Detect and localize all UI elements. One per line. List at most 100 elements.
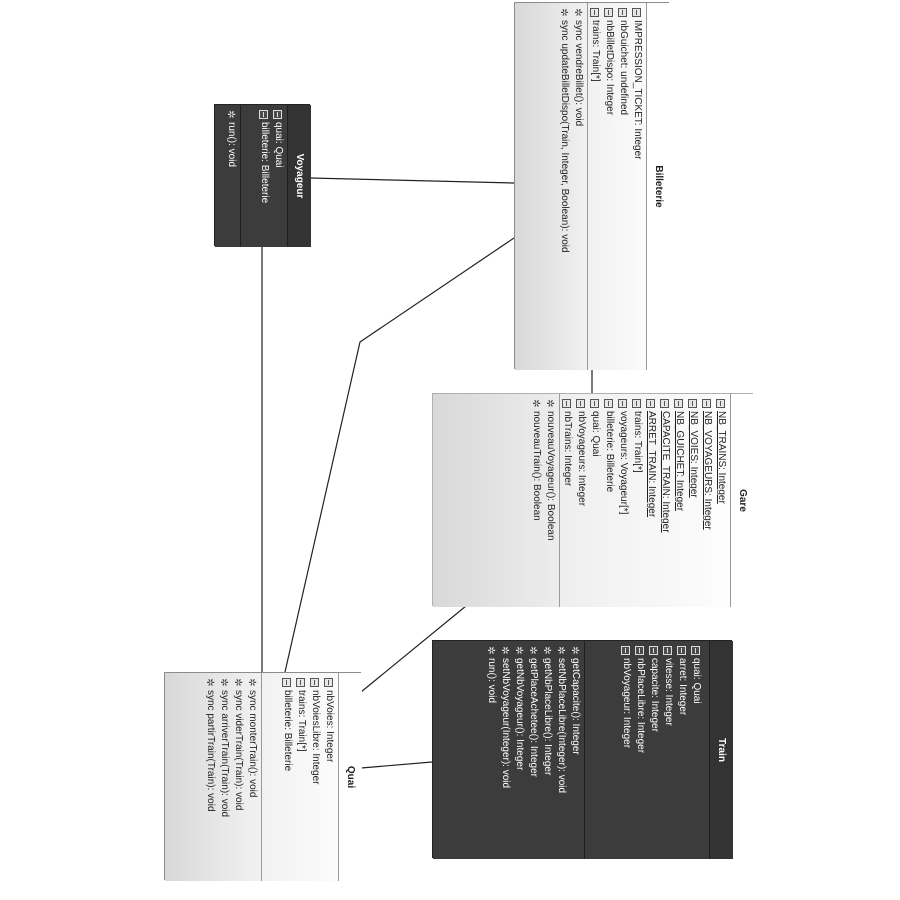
operation-row: ✲sync arriverTrain(Train): void [217,678,231,881]
operation-section: ✲run(): void [215,105,241,247]
operation-gear-icon: ✲ [558,8,570,17]
attribute-icon [604,8,614,17]
attribute-row: CAPACITE_TRAIN: Integer [658,399,672,607]
operation-text: run(): void [486,658,497,704]
class-train[interactable]: Train quai: Quai arret: Integer vitesse:… [432,640,733,859]
attribute-row: voyageurs: Voyageur[*] [616,399,630,607]
attribute-row: trains: Train[*] [588,8,602,370]
attribute-text: nbPlaceLibre: Integer [635,658,646,754]
attribute-row: nbVoies: Integer [322,678,336,881]
attribute-row: vitesse: Integer [661,646,675,859]
attribute-text: billeterie: Billeterie [282,690,293,772]
attribute-row: nbGuichet: undefined [616,8,630,370]
operation-gear-icon: ✲ [232,678,244,687]
attribute-text: capacite: Integer [649,658,660,732]
attribute-icon [663,646,673,655]
operation-section: ✲sync vendreBillet(): void ✲sync updateB… [516,3,588,370]
operation-gear-icon: ✲ [541,646,553,655]
attribute-icon [273,110,283,119]
operation-gear-icon: ✲ [530,399,542,408]
operation-gear-icon: ✲ [572,8,584,17]
attribute-icon [646,399,656,408]
attribute-text: nbTrains: Integer [562,411,573,487]
operation-row: ✲ setNbPlaceLibre(Integer): void [554,646,568,859]
attribute-icon [674,399,684,408]
attribute-icon [621,646,631,655]
class-quai[interactable]: Quai nbVoies: Integer nbVoiesLibre: Inte… [164,672,362,881]
link-voyageur-billeterie [309,177,515,184]
attribute-row: NB_TRAINS: Integer [714,399,728,607]
link-train-quai [360,761,433,769]
attribute-icon [296,678,306,687]
operation-row: ✲getPlaceAchetee(): Integer [526,646,540,859]
attribute-icon [688,399,698,408]
operation-gear-icon: ✲ [569,646,581,655]
class-gare-body: Gare NB_TRAINS: Integer NB_VOYAGEURS: In… [433,394,754,607]
attribute-text: trains: Train[*] [590,20,601,82]
operation-row: ✲run(): void [484,646,498,859]
static-attribute-section: NB_TRAINS: Integer NB_VOYAGEURS: Integer… [560,394,730,607]
attribute-row: nbPlaceLibre: Integer [633,646,647,859]
attribute-text: quai: Quai [590,411,601,457]
operation-text: getNbPlaceLibre(): Integer [542,658,553,776]
attribute-text: NB_VOYAGEURS: Integer [702,411,713,530]
operation-text: sync arriverTrain(Train): void [219,690,230,818]
attribute-icon [691,646,701,655]
class-voyageur[interactable]: Voyageur quai: Quai billeterie: Billeter… [214,104,311,247]
attribute-icon [632,399,642,408]
operation-row: ✲getCapacite(): Integer [568,646,582,859]
operation-text: nouveauVoyageur(): Boolean [545,411,556,541]
operation-gear-icon: ✲ [544,399,556,408]
operation-row: ✲sync updateBilletDispo(Train, Integer, … [557,8,571,370]
operation-gear-icon: ✲ [527,646,539,655]
attribute-text: quai: Quai [691,658,702,704]
attribute-text: billeterie: Billeterie [604,411,615,493]
operation-gear-icon: ✲ [204,678,216,687]
operation-gear-icon: ✲ [555,646,567,655]
operation-row: ✲ sync vendreBillet(): void [571,8,585,370]
operation-row: ✲ sync viderTrain(Train): void [231,678,245,881]
attribute-row: trains: Train[*] [294,678,308,881]
operation-text: sync partirTrain(Train): void [205,690,216,812]
attribute-text: NB_TRAINS: Integer [716,411,727,504]
attribute-row: quai: Quai [689,646,703,859]
attribute-row: NB_VOYAGEURS: Integer [700,399,714,607]
attribute-row: nbBilletDispo: Integer [602,8,616,370]
attribute-text: arret: Integer [677,658,688,716]
attribute-section: IMPRESSION_TICKET: Integer nbGuichet: un… [588,3,646,370]
operation-text: sync vendreBillet(): void [573,20,584,127]
attribute-icon [660,399,670,408]
class-name: Billeterie [646,3,670,370]
class-quai-body: Quai nbVoies: Integer nbVoiesLibre: Inte… [165,673,362,881]
attribute-section: quai: Quai arret: Integer vitesse: Integ… [585,641,709,859]
attribute-row: billeterie: Billeterie [280,678,294,881]
attribute-icon [716,399,726,408]
class-gare[interactable]: Gare NB_TRAINS: Integer NB_VOYAGEURS: In… [432,393,754,607]
operation-text: run(): void [226,122,237,168]
operation-gear-icon: ✲ [499,646,511,655]
attribute-row: NB_VOIES: Integer [686,399,700,607]
attribute-icon [324,678,334,687]
attribute-row: billeterie: Billeterie [602,399,616,607]
operation-text: sync viderTrain(Train): void [233,690,244,811]
attribute-icon [618,8,628,17]
class-voyageur-body: Voyageur quai: Quai billeterie: Billeter… [215,105,311,247]
attribute-text: NB_GUICHET: Integer [674,411,685,512]
attribute-row: nbVoyageur: Integer [619,646,633,859]
operation-section: ✲nouveauVoyageur(): Boolean ✲nouveauTrai… [433,394,560,607]
attribute-icon [310,678,320,687]
attribute-icon [635,646,645,655]
attribute-text: nbVoyageur: Integer [621,658,632,749]
attribute-icon [702,399,712,408]
attribute-row: ARRET_TRAIN: Integer [644,399,658,607]
attribute-text: nbVoyageurs: Integer [576,411,587,507]
operation-text: nouveauTrain(): Boolean [531,411,542,521]
attribute-row: capacite: Integer [647,646,661,859]
operation-text: setNbPlaceLibre(Integer): void [556,658,567,794]
link-quai-billeterie [284,237,515,673]
class-billeterie[interactable]: Billeterie IMPRESSION_TICKET: Integer nb… [514,2,670,370]
attribute-icon [632,8,642,17]
attribute-row: nbVoyageurs: Integer [574,399,588,607]
operation-row: ✲setNbVoyageur(Integer): void [498,646,512,859]
attribute-text: quai: Quai [273,122,284,168]
